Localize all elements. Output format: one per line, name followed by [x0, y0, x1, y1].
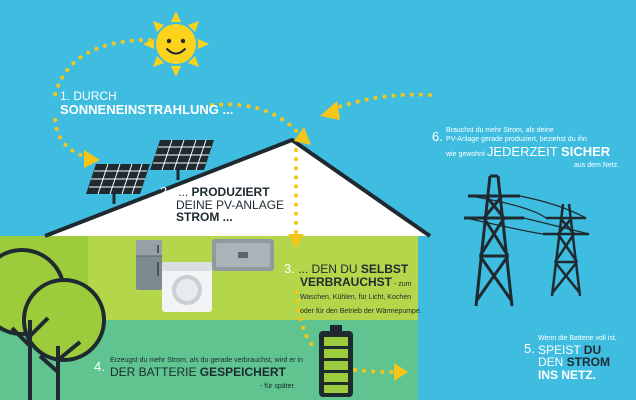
- arrow-icon: [53, 38, 432, 374]
- step5-small1: Wenn die Batterie voll ist,: [538, 335, 617, 342]
- step3-line2: VERBRAUCHST: [300, 274, 393, 289]
- step3-label: 3. ... DEN DU SELBST VERBRAUCHST - zum W…: [284, 262, 422, 317]
- step1-number: 1.: [60, 89, 71, 103]
- power-pylon-icon: [464, 174, 590, 307]
- step4-line-b: GESPEICHERT: [199, 364, 286, 379]
- step2-line2: DEINE PV-ANLAGE: [176, 197, 285, 212]
- step4-small1: Erzeugst du mehr Strom, als du gerade ve…: [110, 357, 303, 364]
- step2-line1a: ...: [178, 185, 192, 199]
- step5-number: 5.: [524, 341, 535, 356]
- step3-number: 3.: [284, 261, 295, 276]
- inverter-icon: [212, 239, 274, 271]
- sun-icon: [143, 11, 209, 77]
- step4-line-a: DER BATTERIE: [110, 364, 200, 379]
- step1-line1: DURCH: [73, 89, 117, 103]
- step4-label: 4. Erzeugst du mehr Strom, als du gerade…: [94, 352, 303, 392]
- step3-line2-small: - zum: [392, 280, 412, 288]
- step1-line2: SONNENEINSTRAHLUNG ...: [60, 101, 234, 117]
- step3-line1a: ... DEN DU: [298, 262, 361, 276]
- step2-label: 2. ... PRODUZIERT DEINE PV-ANLAGE STROM …: [160, 185, 284, 224]
- step6-number: 6.: [432, 129, 443, 144]
- step6-small3: wie gewohnt: [446, 151, 487, 159]
- step5-line1b: DU: [583, 342, 602, 357]
- step5-line2b: STROM: [566, 355, 611, 370]
- step6-small2: PV-Anlage gerade produziert, beziehst du…: [446, 136, 587, 144]
- battery-icon: [319, 325, 353, 397]
- step6-big-b: SICHER: [561, 144, 611, 160]
- solar-panel-icon: [86, 139, 214, 204]
- step3-line3: Waschen, Kühlen, für Licht, Kochen: [300, 294, 412, 302]
- step6-small1: Brauchst du mehr Strom, als deine: [446, 127, 554, 134]
- step6-label: 6. Brauchst du mehr Strom, als deine PV-…: [432, 126, 619, 170]
- step5-line1a: SPEIST: [538, 342, 584, 357]
- step4-small2: - für später.: [260, 383, 296, 391]
- washing-machine-icon: [162, 262, 212, 312]
- step6-big-a: JEDERZEIT: [486, 144, 562, 160]
- roof: [44, 137, 432, 238]
- step6-small4: aus dem Netz.: [574, 162, 620, 170]
- step2-line1b: PRODUZIERT: [191, 185, 270, 199]
- tree-icon: [0, 248, 106, 400]
- step2-line3: STROM ...: [176, 210, 233, 225]
- fridge-icon: [136, 240, 162, 290]
- step2-number: 2.: [160, 184, 171, 199]
- step5-line2: DEN: [538, 355, 567, 370]
- step4-number: 4.: [94, 359, 105, 374]
- step3-line1b: SELBST: [360, 262, 409, 276]
- step1-label: 1. DURCH SONNENEINSTRAHLUNG ...: [60, 90, 233, 116]
- arrow-icon: [84, 101, 408, 381]
- step5-label: 5. Wenn die Batterie voll ist, SPEIST DU…: [524, 330, 617, 382]
- step3-line4: oder für den Betrieb der Wärmepumpe.: [300, 308, 422, 316]
- step5-line3: INS NETZ.: [538, 367, 597, 382]
